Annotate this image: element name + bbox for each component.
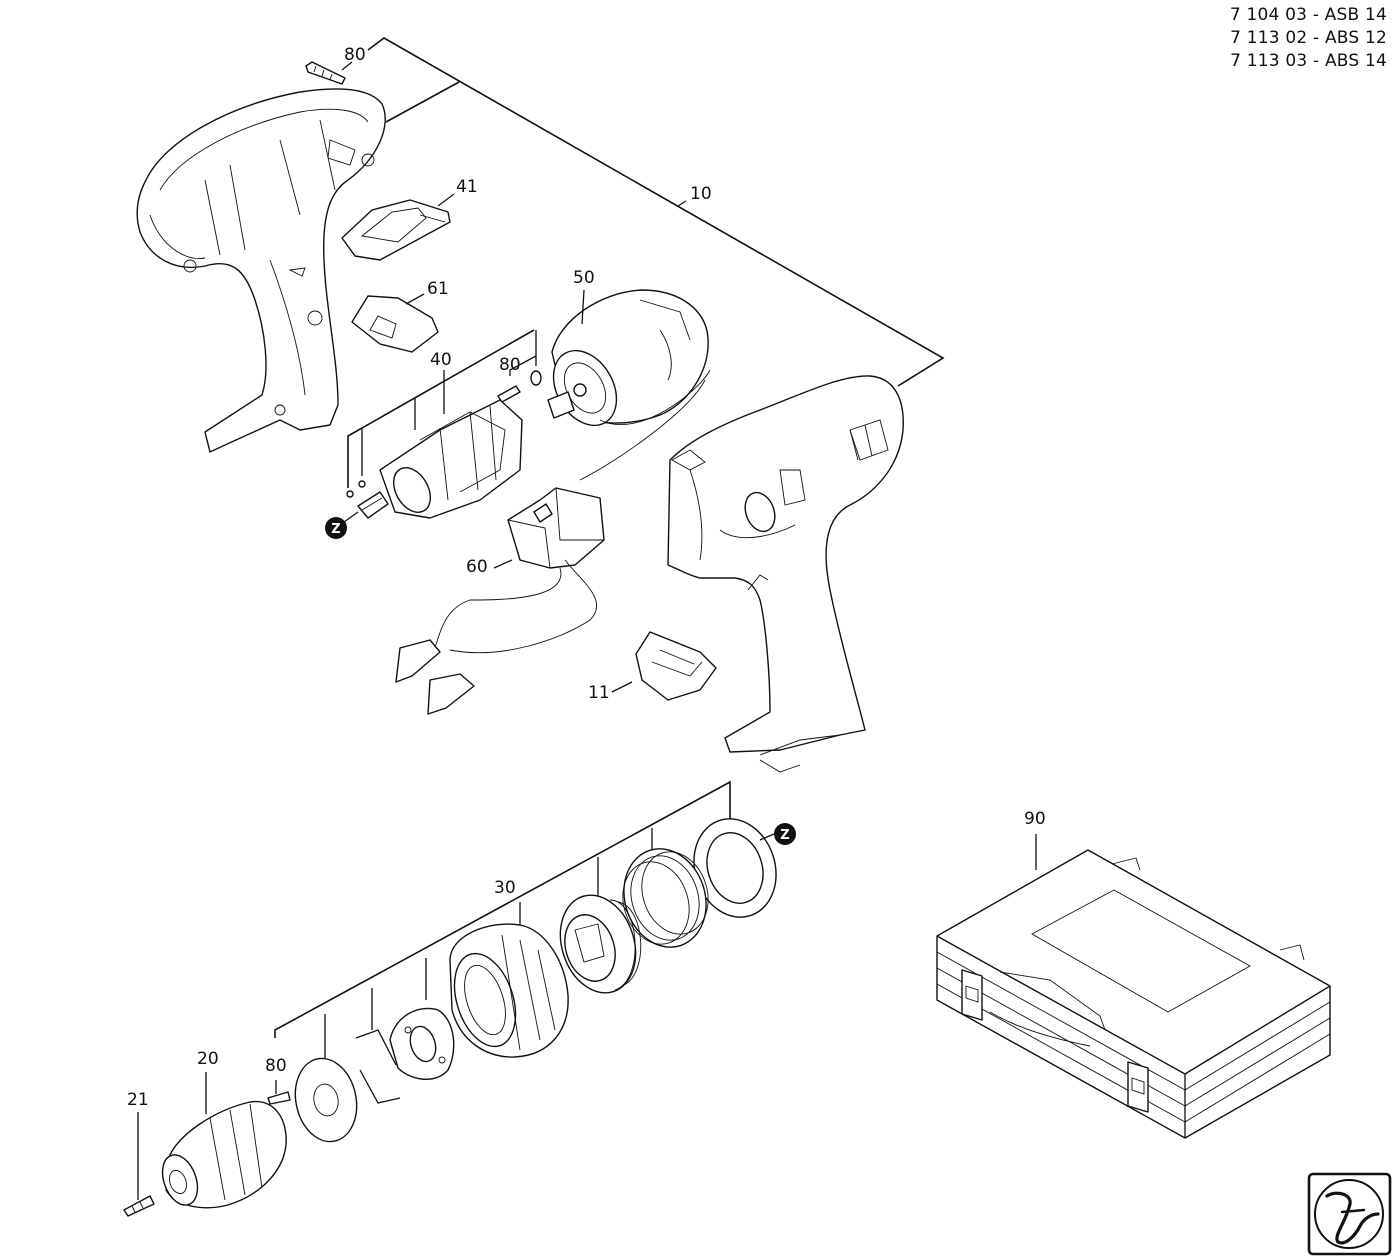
label-41: 41 bbox=[456, 177, 478, 197]
z-marker-lower: Z bbox=[759, 823, 796, 845]
label-10: 10 bbox=[690, 184, 712, 204]
z-marker-upper: Z bbox=[325, 511, 359, 539]
part-41-cover bbox=[341, 193, 455, 261]
svg-text:Z: Z bbox=[780, 828, 789, 843]
model-line-2: 7 113 02 - ABS 12 bbox=[1230, 28, 1387, 48]
svg-text:Z: Z bbox=[331, 522, 340, 537]
bracket-30 bbox=[274, 780, 731, 1058]
part-60-switch bbox=[395, 487, 605, 715]
part-21-screw bbox=[123, 1112, 155, 1217]
screw-80-low bbox=[267, 1080, 291, 1105]
model-line-1: 7 104 03 - ASB 14 bbox=[1229, 5, 1387, 25]
model-line-3: 7 113 03 - ABS 14 bbox=[1230, 51, 1387, 71]
label-80-low: 80 bbox=[265, 1056, 287, 1076]
bracket-10 bbox=[367, 37, 945, 387]
part-61-slider bbox=[351, 293, 439, 353]
spring-pins bbox=[355, 1029, 401, 1104]
part-11-clip bbox=[611, 631, 717, 701]
disc-plate bbox=[294, 1057, 358, 1143]
part-20-chuck bbox=[161, 1072, 287, 1209]
label-80-top: 80 bbox=[344, 45, 366, 65]
adjustment-ring bbox=[559, 894, 642, 994]
part-90-case bbox=[936, 834, 1331, 1139]
label-20: 20 bbox=[197, 1049, 219, 1069]
fein-logo bbox=[1307, 1172, 1392, 1256]
housing-left-half bbox=[136, 88, 386, 453]
part-40-gearbox bbox=[346, 329, 535, 519]
label-40: 40 bbox=[430, 350, 452, 370]
washer-ring bbox=[693, 818, 777, 918]
screw-80-top bbox=[305, 61, 353, 85]
label-60: 60 bbox=[466, 557, 488, 577]
label-30: 30 bbox=[494, 878, 516, 898]
label-11: 11 bbox=[588, 683, 610, 703]
spring bbox=[622, 848, 709, 948]
label-90: 90 bbox=[1024, 809, 1046, 829]
label-61: 61 bbox=[427, 279, 449, 299]
model-list: 7 104 03 - ASB 14 7 113 02 - ABS 12 7 11… bbox=[1230, 4, 1387, 73]
gear-plate bbox=[389, 1007, 455, 1080]
label-50: 50 bbox=[573, 268, 595, 288]
part-50-motor bbox=[547, 289, 711, 481]
housing-right-half bbox=[667, 375, 904, 773]
clutch-collar bbox=[449, 923, 569, 1058]
label-80-mid: 80 bbox=[499, 355, 521, 375]
label-21: 21 bbox=[127, 1090, 149, 1110]
